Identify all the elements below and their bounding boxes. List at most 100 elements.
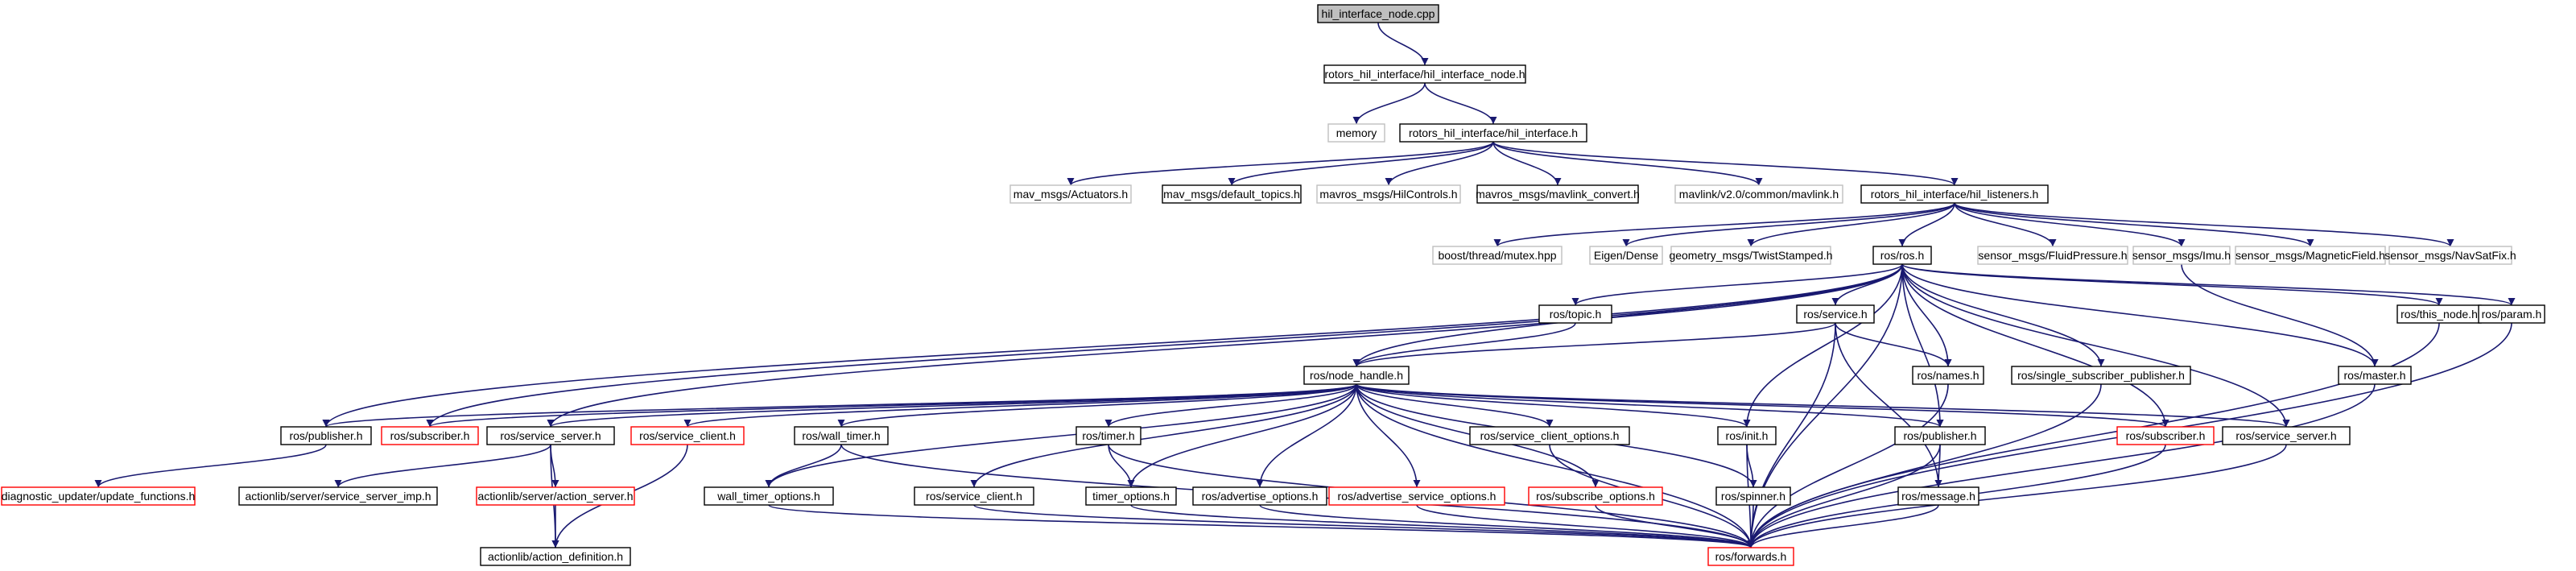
node-label: ros/topic.h — [1550, 308, 1602, 321]
node-timer_options[interactable]: timer_options.h — [1085, 486, 1177, 506]
node-actionlib_server_imp[interactable]: actionlib/server/service_server_imp.h — [238, 486, 438, 506]
edge-ros_h-to-ros_init — [1743, 263, 1903, 428]
node-box — [1912, 366, 1984, 385]
node-box — [1796, 304, 1875, 324]
node-label: rotors_hil_interface/hil_interface_node.… — [1324, 68, 1525, 81]
node-ros_subscribe_options[interactable]: ros/subscribe_options.h — [1528, 486, 1663, 506]
node-label: ros/message.h — [1901, 490, 1975, 503]
node-label: ros/this_node.h — [2401, 308, 2478, 321]
edge-ros_node_handle-to-ros_advertise_service_options — [1356, 383, 1421, 488]
node-label: memory — [1336, 126, 1377, 139]
edge-ros_h-to-ros_single_sub_pub — [1901, 263, 2105, 367]
node-ros_h[interactable]: ros/ros.h — [1872, 246, 1932, 265]
node-box — [1674, 184, 1843, 204]
node-ros_subscriber_a[interactable]: ros/subscriber.h — [381, 426, 479, 445]
node-ros_publisher_b[interactable]: ros/publisher.h — [1894, 426, 1986, 445]
node-mavros_mavlink_convert[interactable]: mavros_msgs/mavlink_convert.h — [1476, 184, 1640, 204]
edge-ros_topic-to-ros_node_handle — [1352, 322, 1576, 367]
node-box — [1897, 486, 1979, 506]
node-box — [1872, 246, 1932, 265]
node-ros_forwards[interactable]: ros/forwards.h — [1707, 547, 1794, 566]
node-memory: memory — [1327, 123, 1385, 143]
node-label: ros/advertise_options.h — [1202, 490, 1319, 503]
node-label: ros/param.h — [2482, 308, 2542, 321]
edge-ros_wall_timer-to-wall_timer_options — [765, 444, 842, 488]
node-box — [1085, 486, 1177, 506]
node-ros_service_client_options[interactable]: ros/service_client_options.h — [1469, 426, 1630, 445]
edge-ros_node_handle-to-ros_wall_timer — [837, 383, 1357, 428]
node-ros_subscriber_b[interactable]: ros/subscriber.h — [2116, 426, 2215, 445]
node-box — [1162, 184, 1302, 204]
edge-ros_h-to-ros_publisher_a — [322, 263, 1903, 428]
node-label: actionlib/action_definition.h — [488, 550, 623, 563]
edge-ros_node_handle-to-ros_service_client_options — [1356, 383, 1554, 428]
node-ros_service_client_a[interactable]: ros/service_client.h — [630, 426, 745, 445]
node-box — [1192, 486, 1327, 506]
node-hil_interface_h[interactable]: rotors_hil_interface/hil_interface.h — [1399, 123, 1587, 143]
node-ros_service_client_b[interactable]: ros/service_client.h — [914, 486, 1034, 506]
node-box — [480, 547, 631, 566]
node-box — [486, 426, 615, 445]
node-diag_update_functions[interactable]: diagnostic_updater/update_functions.h — [1, 486, 196, 506]
node-ros_init[interactable]: ros/init.h — [1717, 426, 1777, 445]
edge-ros_node_handle-to-ros_timer — [1104, 383, 1357, 428]
node-label: ros/service_client.h — [639, 429, 736, 442]
node-label: ros/init.h — [1726, 429, 1769, 442]
node-ros_param[interactable]: ros/param.h — [2478, 304, 2545, 324]
edge-ros_timer-to-timer_options — [1108, 444, 1135, 488]
node-boost_mutex: boost/thread/mutex.hpp — [1432, 246, 1563, 265]
edge-root-to-hil_interface_node_h — [1377, 22, 1429, 66]
edge-hil_listeners_h-to-fluid_pressure — [1954, 202, 2057, 247]
edge-hil_interface_h-to-mavlink_common — [1492, 141, 1763, 186]
node-ros_message[interactable]: ros/message.h — [1897, 486, 1979, 506]
node-ros_advertise_options[interactable]: ros/advertise_options.h — [1192, 486, 1327, 506]
node-hil_interface_node_h[interactable]: rotors_hil_interface/hil_interface_node.… — [1323, 64, 1526, 84]
node-ros_single_sub_pub[interactable]: ros/single_subscriber_publisher.h — [2011, 366, 2191, 385]
node-ros_service_server_b[interactable]: ros/service_server.h — [2222, 426, 2351, 445]
node-ros_node_handle[interactable]: ros/node_handle.h — [1303, 366, 1410, 385]
edge-ros_h-to-ros_service_server_b — [1901, 263, 2290, 428]
node-ros_spinner[interactable]: ros/spinner.h — [1715, 486, 1791, 506]
node-hil_listeners_h[interactable]: rotors_hil_interface/hil_listeners.h — [1860, 184, 2049, 204]
edge-ros_node_handle-to-ros_advertise_options — [1256, 383, 1357, 488]
edge-hil_listeners_h-to-magnetic_field — [1954, 202, 2314, 247]
edge-ros_service_server_a-to-actionlib_server_imp — [334, 444, 551, 488]
node-ros_publisher_a[interactable]: ros/publisher.h — [280, 426, 372, 445]
node-label: geometry_msgs/TwistStamped.h — [1669, 249, 1832, 262]
node-mav_default_topics[interactable]: mav_msgs/default_topics.h — [1162, 184, 1302, 204]
node-ros_advertise_service_options[interactable]: ros/advertise_service_options.h — [1328, 486, 1505, 506]
edge-hil_listeners_h-to-eigen_dense — [1622, 202, 1955, 247]
node-box — [1538, 304, 1612, 324]
node-box — [1469, 426, 1630, 445]
node-label: ros/timer.h — [1082, 429, 1134, 442]
node-actionlib_action_server[interactable]: actionlib/server/action_server.h — [476, 486, 635, 506]
node-box — [1399, 123, 1587, 143]
node-label: ros/publisher.h — [289, 429, 362, 442]
node-ros_service[interactable]: ros/service.h — [1796, 304, 1875, 324]
edge-ros_h-to-ros_names — [1901, 263, 1952, 367]
edge-ros_node_handle-to-ros_init — [1356, 383, 1751, 428]
edge-hil_interface_h-to-mav_actuators — [1067, 141, 1494, 186]
node-root[interactable]: hil_interface_node.cpp — [1317, 4, 1439, 23]
node-label: mav_msgs/default_topics.h — [1163, 188, 1300, 201]
node-ros_names[interactable]: ros/names.h — [1912, 366, 1984, 385]
edge-hil_listeners_h-to-navsatfix — [1954, 202, 2454, 247]
node-wall_timer_options[interactable]: wall_timer_options.h — [704, 486, 834, 506]
node-box — [1670, 246, 1831, 265]
node-label: timer_options.h — [1092, 490, 1170, 503]
node-ros_this_node[interactable]: ros/this_node.h — [2396, 304, 2482, 324]
edge-ros_publisher_a-to-diag_update_functions — [94, 444, 327, 488]
node-ros_wall_timer[interactable]: ros/wall_timer.h — [794, 426, 889, 445]
node-ros_master[interactable]: ros/master.h — [2338, 366, 2412, 385]
node-label: ros/subscriber.h — [2126, 429, 2206, 442]
node-actionlib_action_definition[interactable]: actionlib/action_definition.h — [480, 547, 631, 566]
node-label: ros/service_server.h — [2235, 429, 2336, 442]
node-box — [1894, 426, 1986, 445]
node-ros_topic[interactable]: ros/topic.h — [1538, 304, 1612, 324]
node-ros_service_server_a[interactable]: ros/service_server.h — [486, 426, 615, 445]
node-ros_timer[interactable]: ros/timer.h — [1075, 426, 1141, 445]
node-label: sensor_msgs/NavSatFix.h — [2384, 249, 2516, 262]
node-label: ros/advertise_service_options.h — [1338, 490, 1496, 503]
edge-ros_service_client_b-to-ros_forwards — [973, 504, 1755, 548]
node-label: ros/wall_timer.h — [802, 429, 880, 442]
